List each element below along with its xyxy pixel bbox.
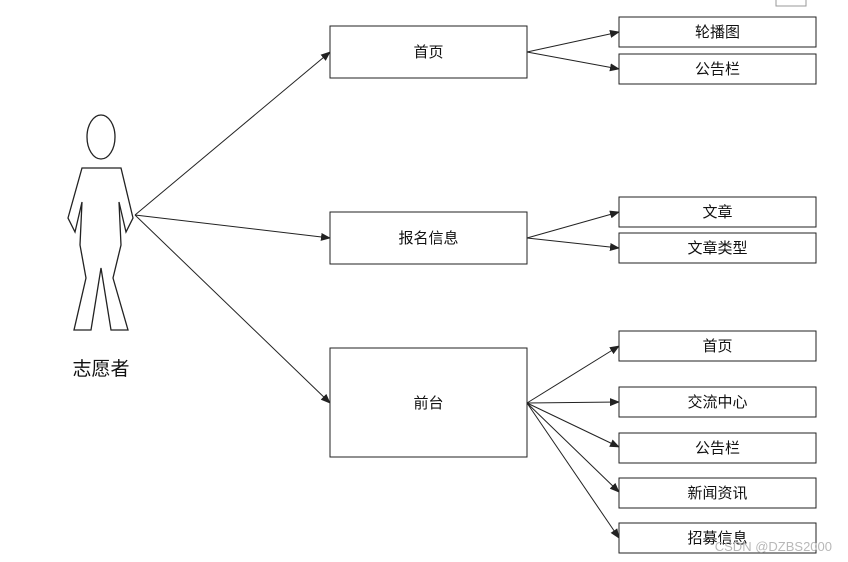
child-article: 文章 [618,196,817,228]
child-exchange-center: 交流中心 [618,386,817,418]
child-label: 招募信息 [687,529,747,547]
arrow-homepage-carousel [526,30,620,53]
child-home: 首页 [618,330,817,362]
actor-label: 志愿者 [72,358,129,380]
frontend-arrows [526,345,620,539]
child-news: 新闻资讯 [618,477,817,509]
child-bulletin-board: 公告栏 [618,432,817,464]
child-label: 文章类型 [687,239,747,257]
child-box [618,477,817,509]
arrow-signup-article [526,210,620,239]
arrow-frontend-news [526,402,620,493]
child-label: 轮播图 [695,23,740,41]
arrow-actor-frontend [134,214,331,404]
module-signup: 报名信息 [329,211,528,265]
child-label: 交流中心 [687,393,747,411]
watermark: CSDN @DZBS2000 [715,539,832,554]
module-frontend: 前台 [329,347,528,458]
module-homepage: 首页 [329,25,528,79]
child-label: 首页 [702,337,732,355]
child-label: 新闻资讯 [687,484,747,502]
arrow-frontend-bulletin [526,402,620,448]
child-label: 文章 [702,203,732,221]
arrow-actor-signup [134,214,331,241]
actor-arrows [134,51,331,404]
child-recruitment: 招募信息 [618,522,817,554]
child-label: 公告栏 [695,60,740,78]
homepage-arrows [526,30,620,72]
child-box [618,522,817,554]
module-label: 报名信息 [398,229,458,247]
child-box [618,196,817,228]
child-article-type: 文章类型 [618,232,817,264]
arrow-homepage-bulletin [526,51,620,72]
module-box [329,211,528,265]
child-box [618,432,817,464]
child-box [618,53,817,85]
child-label: 公告栏 [695,439,740,457]
arrow-signup-article-type [526,237,620,252]
arrow-frontend-recruit [526,402,620,539]
arrow-actor-homepage [134,51,331,216]
child-bulletin: 公告栏 [618,53,817,85]
module-label: 前台 [413,394,443,412]
child-box [618,16,817,48]
child-box [618,386,817,418]
arrow-frontend-home [526,345,620,404]
module-box [329,25,528,79]
child-box [618,330,817,362]
signup-arrows [526,210,620,252]
module-box [329,347,528,458]
actor-figure [67,114,134,331]
actor-body [67,167,134,331]
child-carousel: 轮播图 [618,16,817,48]
module-label: 首页 [413,43,443,61]
actor-head [86,114,116,160]
corner-fragment [775,0,807,7]
arrow-frontend-exchange [526,398,620,407]
child-box [618,232,817,264]
